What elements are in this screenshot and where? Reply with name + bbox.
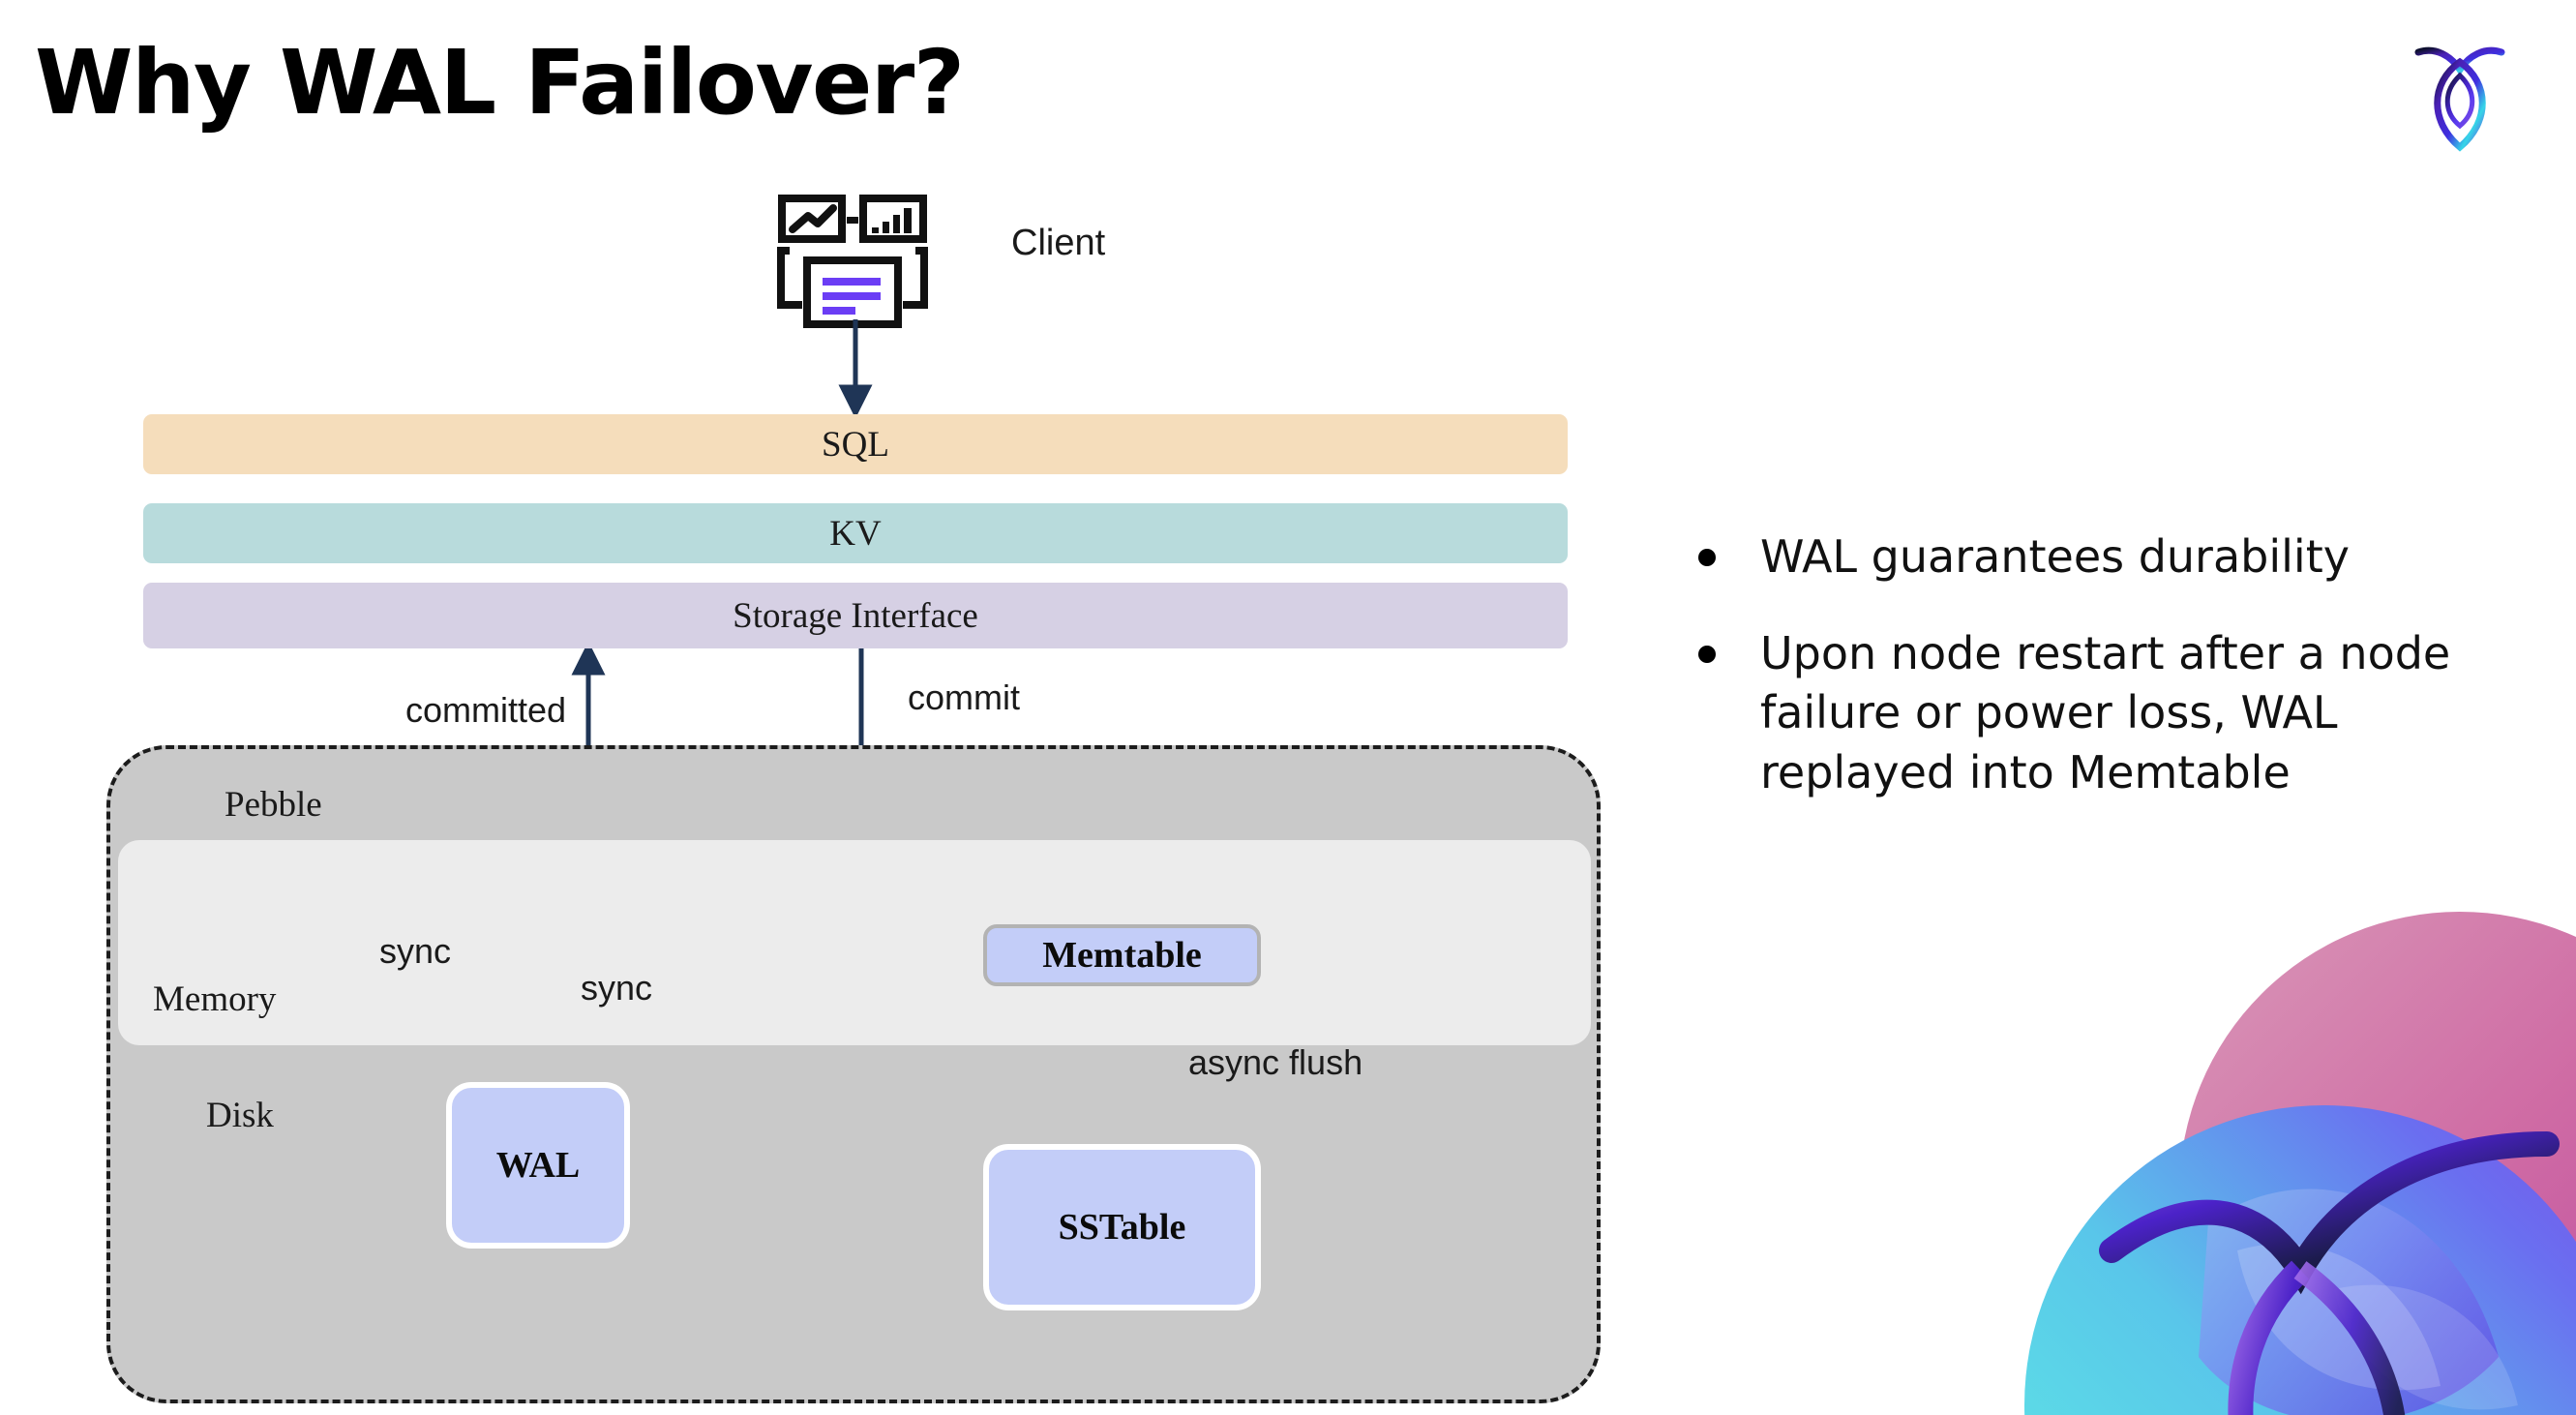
list-item: WAL guarantees durability — [1698, 527, 2511, 587]
edge-label-committed: committed — [405, 690, 567, 730]
pebble-label: Pebble — [225, 785, 322, 825]
bullet-dot-icon — [1698, 549, 1716, 566]
edge-label-sync-right: sync — [581, 968, 653, 1008]
stack-layer-storage-interface[interactable]: Storage Interface — [143, 583, 1568, 648]
page-title: Why WAL Failover? — [35, 31, 965, 135]
edge-label-async-flush: async flush — [1188, 1042, 1363, 1082]
node-memtable[interactable]: Memtable — [983, 924, 1261, 986]
edge-label-sync-left: sync — [379, 931, 452, 971]
disk-label: Disk — [206, 1096, 274, 1135]
memory-label: Memory — [153, 979, 277, 1019]
client-dashboard-icon — [769, 189, 928, 328]
client-label: Client — [1011, 223, 1106, 263]
node-sstable[interactable]: SSTable — [983, 1144, 1261, 1310]
bullet-dot-icon — [1698, 645, 1716, 663]
node-wal[interactable]: WAL — [446, 1082, 630, 1249]
list-item: Upon node restart after a node failure o… — [1698, 624, 2511, 803]
bullet-list: WAL guarantees durability Upon node rest… — [1698, 527, 2511, 840]
stack-layer-kv[interactable]: KV — [143, 503, 1568, 563]
bullet-text: Upon node restart after a node failure o… — [1760, 626, 2451, 798]
cockroachdb-logo-icon — [2407, 37, 2513, 153]
stack-layer-sql[interactable]: SQL — [143, 414, 1568, 474]
edge-label-commit: commit — [908, 677, 1020, 717]
architecture-diagram: Client SQL KV Storage Interface Pebble M… — [106, 189, 1601, 1403]
cockroachdb-gradient-artwork — [1918, 902, 2576, 1415]
memory-region — [118, 840, 1591, 1045]
bullet-text: WAL guarantees durability — [1760, 530, 2350, 583]
